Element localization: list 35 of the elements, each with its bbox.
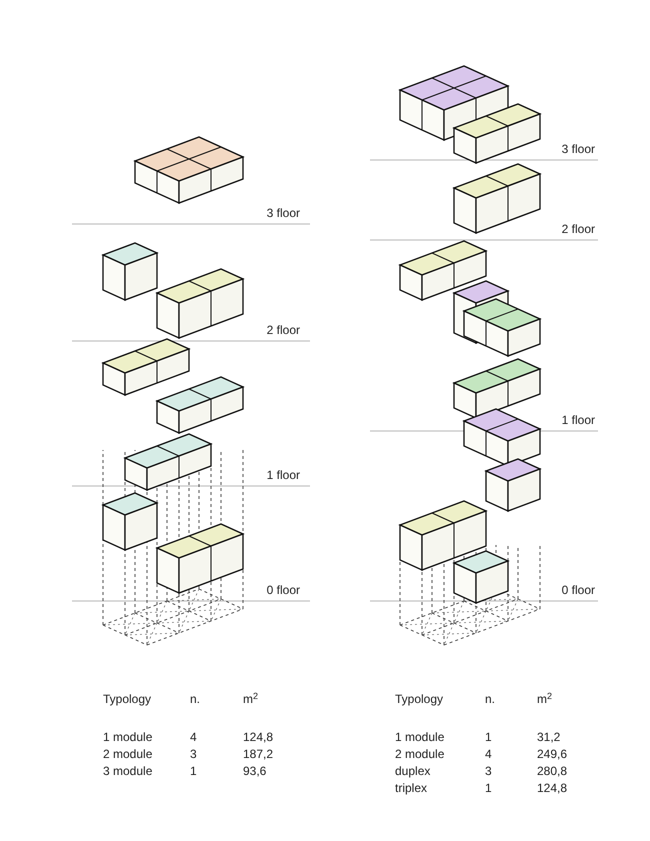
table-text: 3	[190, 746, 197, 762]
table-text: 1	[485, 729, 492, 745]
table-text: 124,8	[243, 729, 274, 745]
floor-label: 0 floor	[266, 582, 300, 598]
table-text: 3	[485, 763, 492, 779]
table-text: 187,2	[243, 746, 274, 762]
table-text: Typology	[395, 691, 444, 707]
table-text: 249,6	[537, 746, 568, 762]
floor-label: 0 floor	[562, 582, 595, 598]
table-text: m$^{2}$	[243, 691, 258, 707]
table-text: n.	[485, 691, 496, 707]
floor-label: 3 floor	[562, 141, 595, 157]
table-text: 4	[485, 746, 492, 762]
table-text: 1	[190, 763, 197, 779]
floor-label: 2 floor	[562, 221, 595, 237]
table-text: 3 module	[103, 763, 152, 779]
table-text: 31,2	[537, 729, 560, 745]
table-text: 124,8	[537, 780, 568, 796]
table-text: triplex	[395, 780, 428, 796]
table-text: duplex	[395, 763, 430, 779]
table-text: n.	[190, 691, 200, 707]
table-text: m$^{2}$	[537, 691, 552, 707]
table-text: Typology	[103, 691, 152, 707]
table-text: 2 module	[103, 746, 152, 762]
floor-label: 3 floor	[266, 205, 300, 221]
table-text: 1 module	[103, 729, 152, 745]
table-text: 1	[485, 780, 492, 796]
floor-label: 1 floor	[562, 412, 595, 428]
floor-label: 2 floor	[266, 322, 300, 338]
table-text: 93,6	[243, 763, 266, 779]
table-text: 1 module	[395, 729, 444, 745]
table-text: 4	[190, 729, 197, 745]
floor-label: 1 floor	[266, 467, 300, 483]
table-text: 280,8	[537, 763, 568, 779]
table-text: 2 module	[395, 746, 444, 762]
